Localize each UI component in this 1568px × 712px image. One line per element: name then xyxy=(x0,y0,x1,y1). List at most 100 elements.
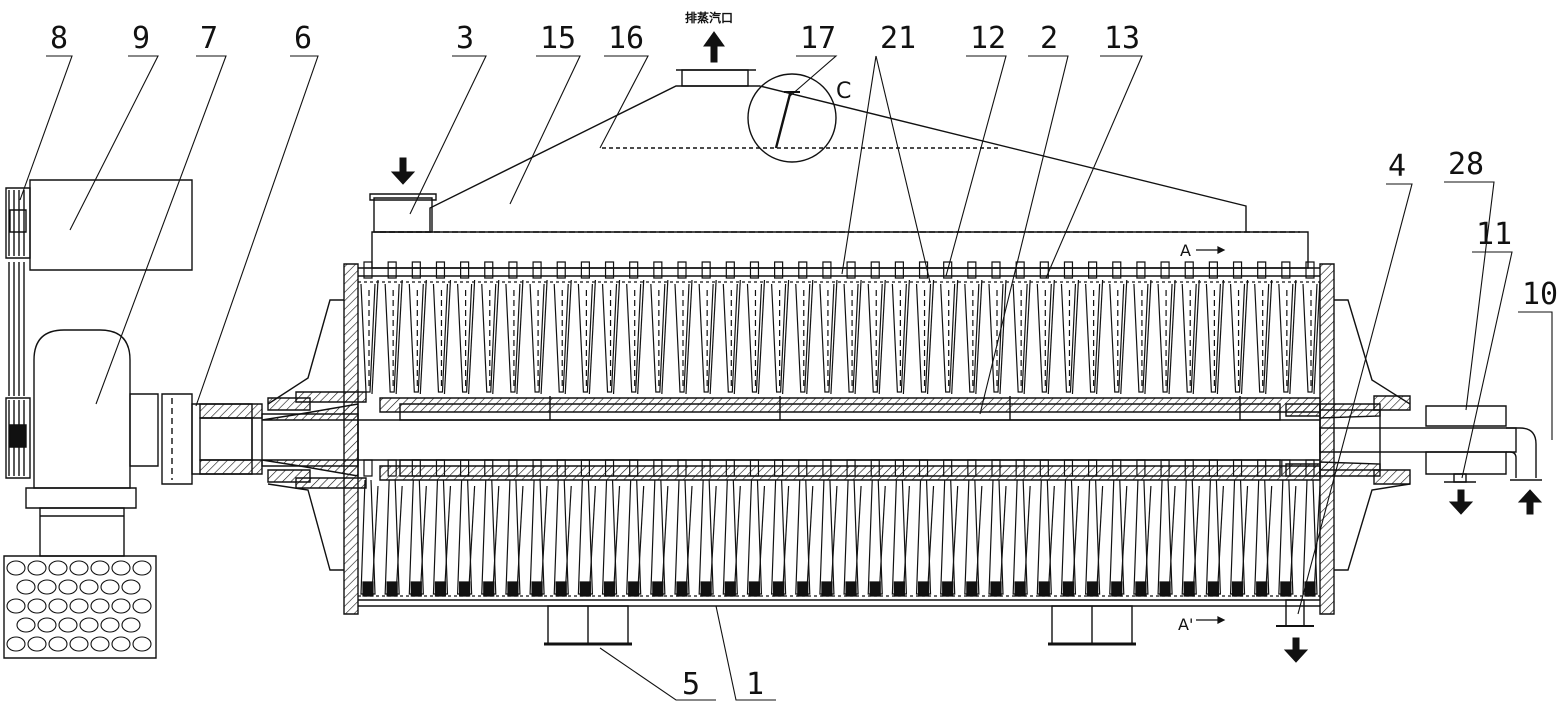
heating-disc-lower xyxy=(675,460,692,596)
label-12: 12 xyxy=(970,21,1006,56)
stone xyxy=(122,580,140,594)
label-11: 11 xyxy=(1476,217,1512,252)
heating-disc-lower xyxy=(482,460,499,596)
label-4: 4 xyxy=(1388,149,1406,184)
heating-disc-upper xyxy=(627,262,644,394)
stone xyxy=(122,618,140,632)
label-16: 16 xyxy=(608,21,644,56)
heating-disc-lower xyxy=(627,460,644,596)
stone xyxy=(80,580,98,594)
heating-disc-upper xyxy=(409,262,426,394)
heating-disc-upper xyxy=(917,262,934,394)
stone xyxy=(17,618,35,632)
stone xyxy=(38,618,56,632)
heating-disc-lower xyxy=(433,460,450,596)
heating-disc-upper xyxy=(892,262,909,394)
stone xyxy=(28,599,46,613)
heating-disc-upper xyxy=(1231,262,1248,394)
heating-disc-upper xyxy=(1037,262,1054,394)
heating-disc-lower xyxy=(1206,460,1223,596)
heating-disc-upper xyxy=(1086,262,1103,394)
heating-disc-upper xyxy=(1061,262,1078,394)
exhaust-arrow xyxy=(704,32,724,62)
heating-disc-upper xyxy=(1182,262,1199,394)
stone xyxy=(112,561,130,575)
heating-disc-upper xyxy=(675,262,692,394)
stone xyxy=(91,637,109,651)
heating-disc-lower xyxy=(1013,460,1030,596)
heating-disc-lower xyxy=(747,460,764,596)
stone xyxy=(101,618,119,632)
stone xyxy=(59,580,77,594)
stone xyxy=(133,637,151,651)
heating-disc-lower xyxy=(530,460,547,596)
steam-in-arrow xyxy=(1519,490,1541,514)
heating-disc-lower xyxy=(868,460,885,596)
label-2: 2 xyxy=(1040,21,1058,56)
heating-disc-upper xyxy=(1134,262,1151,394)
heating-disc-lower xyxy=(892,460,909,596)
heating-disc-lower xyxy=(1158,460,1175,596)
heating-disc-upper xyxy=(699,262,716,394)
heating-disc-lower xyxy=(385,460,402,596)
heating-disc-upper xyxy=(361,262,378,394)
heating-disc-lower xyxy=(1255,460,1272,596)
heating-disc-upper xyxy=(385,262,402,394)
stone xyxy=(70,599,88,613)
label-8: 8 xyxy=(50,21,68,56)
label-3: 3 xyxy=(456,21,474,56)
heating-disc-upper xyxy=(578,262,595,394)
heating-disc-upper xyxy=(482,262,499,394)
label-1: 1 xyxy=(746,667,764,702)
heating-disc-upper xyxy=(1158,262,1175,394)
section-a-top-label: A xyxy=(1180,241,1191,260)
heating-disc-upper xyxy=(772,262,789,394)
heating-disc-upper xyxy=(747,262,764,394)
heating-disc-upper xyxy=(941,262,958,394)
heating-disc-upper xyxy=(1110,262,1127,394)
label-15: 15 xyxy=(540,21,576,56)
steam-out-arrow xyxy=(1450,490,1472,514)
motor xyxy=(30,180,192,270)
heating-disc-upper xyxy=(458,262,475,394)
v-belt xyxy=(6,188,30,478)
stone xyxy=(7,599,25,613)
heating-disc-lower xyxy=(1037,460,1054,596)
stone xyxy=(7,561,25,575)
reducer xyxy=(26,330,158,556)
heating-disc-lower xyxy=(820,460,837,596)
heating-disc-lower xyxy=(554,460,571,596)
heating-disc-upper xyxy=(1255,262,1272,394)
stone xyxy=(28,561,46,575)
stone xyxy=(7,637,25,651)
heating-disc-lower xyxy=(1303,460,1320,596)
rotary-joint xyxy=(1426,406,1542,482)
stone xyxy=(91,561,109,575)
stone xyxy=(101,580,119,594)
part-labels: 8 9 7 6 3 15 16 17 21 12 2 13 4 28 11 10… xyxy=(50,21,1558,702)
feed-arrow xyxy=(392,158,414,184)
heating-disc-upper xyxy=(1279,262,1296,394)
label-21: 21 xyxy=(880,21,916,56)
heating-disc-upper xyxy=(1303,262,1320,394)
heating-disc-upper xyxy=(844,262,861,394)
heating-discs-upper xyxy=(358,262,1320,394)
heating-disc-upper xyxy=(530,262,547,394)
heating-disc-lower xyxy=(506,460,523,596)
label-5: 5 xyxy=(682,667,700,702)
stone xyxy=(70,561,88,575)
detail-circle-c xyxy=(748,74,836,162)
stone xyxy=(49,599,67,613)
hollow-shaft xyxy=(358,396,1516,480)
discharge-outlet xyxy=(1276,600,1314,626)
heating-discs-lower xyxy=(358,460,1320,596)
heating-disc-upper xyxy=(1013,262,1030,394)
heating-disc-lower xyxy=(1231,460,1248,596)
heating-disc-upper xyxy=(820,262,837,394)
foundation xyxy=(4,556,156,658)
heating-disc-lower xyxy=(796,460,813,596)
heating-disc-lower xyxy=(458,460,475,596)
heating-disc-lower xyxy=(1061,460,1078,596)
heating-disc-lower xyxy=(578,460,595,596)
